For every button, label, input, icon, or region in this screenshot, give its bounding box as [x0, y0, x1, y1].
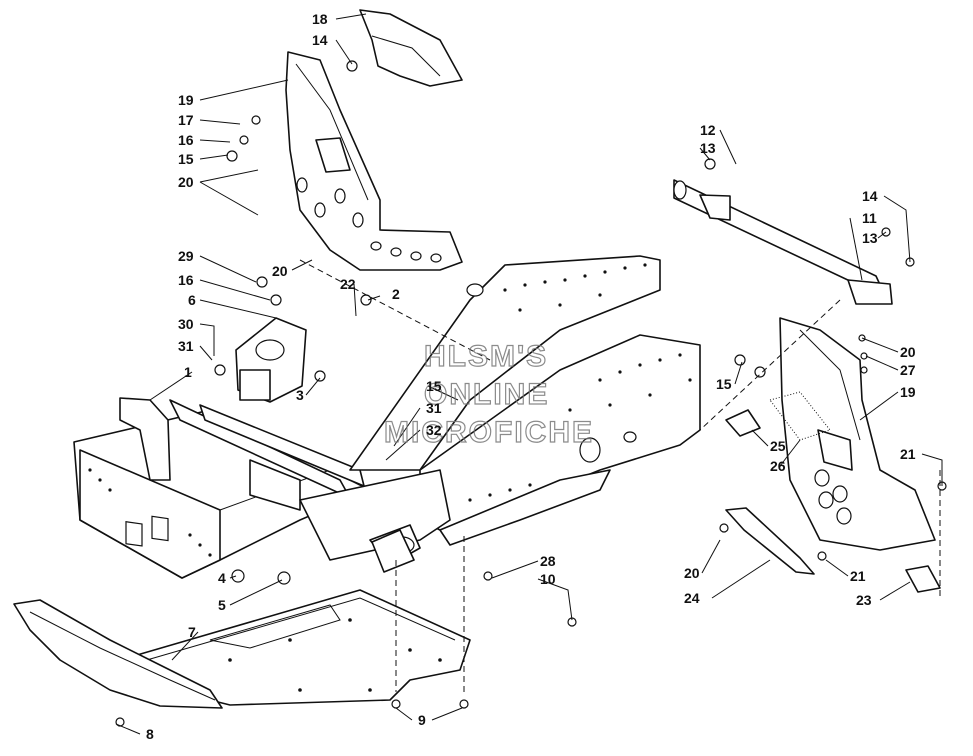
callout-1: 1	[184, 364, 192, 380]
callout-14: 14	[862, 188, 878, 204]
callout-20: 20	[178, 174, 194, 190]
callout-13: 13	[700, 140, 716, 156]
callout-13: 13	[862, 230, 878, 246]
leader-lines	[115, 13, 943, 735]
watermark-line-1: HLSM'S	[424, 340, 548, 373]
callout-17: 17	[178, 112, 194, 128]
bracket-25	[725, 409, 761, 437]
callout-16: 16	[178, 272, 194, 288]
callout-19: 19	[900, 384, 916, 400]
callout-5: 5	[218, 597, 226, 613]
steering-support-left	[285, 51, 463, 271]
callout-20: 20	[900, 344, 916, 360]
callout-21: 21	[900, 446, 916, 462]
watermark-line-3: MICROFICHE	[384, 416, 594, 449]
callout-10: 10	[540, 571, 556, 587]
callout-9: 9	[418, 712, 426, 728]
alignment-lines	[299, 259, 941, 692]
callout-7: 7	[188, 624, 196, 640]
callout-2: 2	[392, 286, 400, 302]
chassis-front-box	[73, 397, 371, 579]
fasteners	[115, 60, 947, 727]
callout-16: 16	[178, 132, 194, 148]
steering-support-right	[769, 317, 936, 551]
callout-28: 28	[540, 553, 556, 569]
callout-23: 23	[856, 592, 872, 608]
callout-20: 20	[272, 263, 288, 279]
nose-pan	[13, 599, 223, 709]
callout-6: 6	[188, 292, 196, 308]
callout-27: 27	[900, 362, 916, 378]
callout-15: 15	[716, 376, 732, 392]
callout-31: 31	[426, 400, 442, 416]
bracket-24	[725, 507, 815, 575]
callout-30: 30	[178, 316, 194, 332]
callout-15: 15	[178, 151, 194, 167]
callout-8: 8	[146, 726, 154, 742]
callout-20: 20	[684, 565, 700, 581]
callout-21: 21	[850, 568, 866, 584]
callouts: 18 14 19 17 16 15 20 29 16 20 22 2 6 30 …	[146, 11, 916, 742]
watermark: HLSM'S ONLINE MICROFICHE	[383, 339, 594, 449]
callout-24: 24	[684, 590, 700, 606]
callout-18: 18	[312, 11, 328, 27]
callout-22: 22	[340, 276, 356, 292]
tunnel-frame	[299, 255, 701, 573]
plate-23	[905, 565, 941, 593]
callout-14: 14	[312, 32, 328, 48]
callout-11: 11	[862, 210, 877, 226]
callout-19: 19	[178, 92, 194, 108]
callout-15: 15	[426, 378, 442, 394]
top-cover	[359, 9, 463, 87]
callout-32: 32	[426, 422, 442, 438]
watermark-line-2: ONLINE	[424, 378, 549, 411]
callout-26: 26	[770, 458, 786, 474]
callout-31: 31	[178, 338, 194, 354]
callout-25: 25	[770, 438, 786, 454]
callout-12: 12	[700, 122, 716, 138]
callout-4: 4	[218, 570, 226, 586]
callout-3: 3	[296, 387, 304, 403]
callout-29: 29	[178, 248, 194, 264]
cross-bar	[673, 179, 893, 305]
